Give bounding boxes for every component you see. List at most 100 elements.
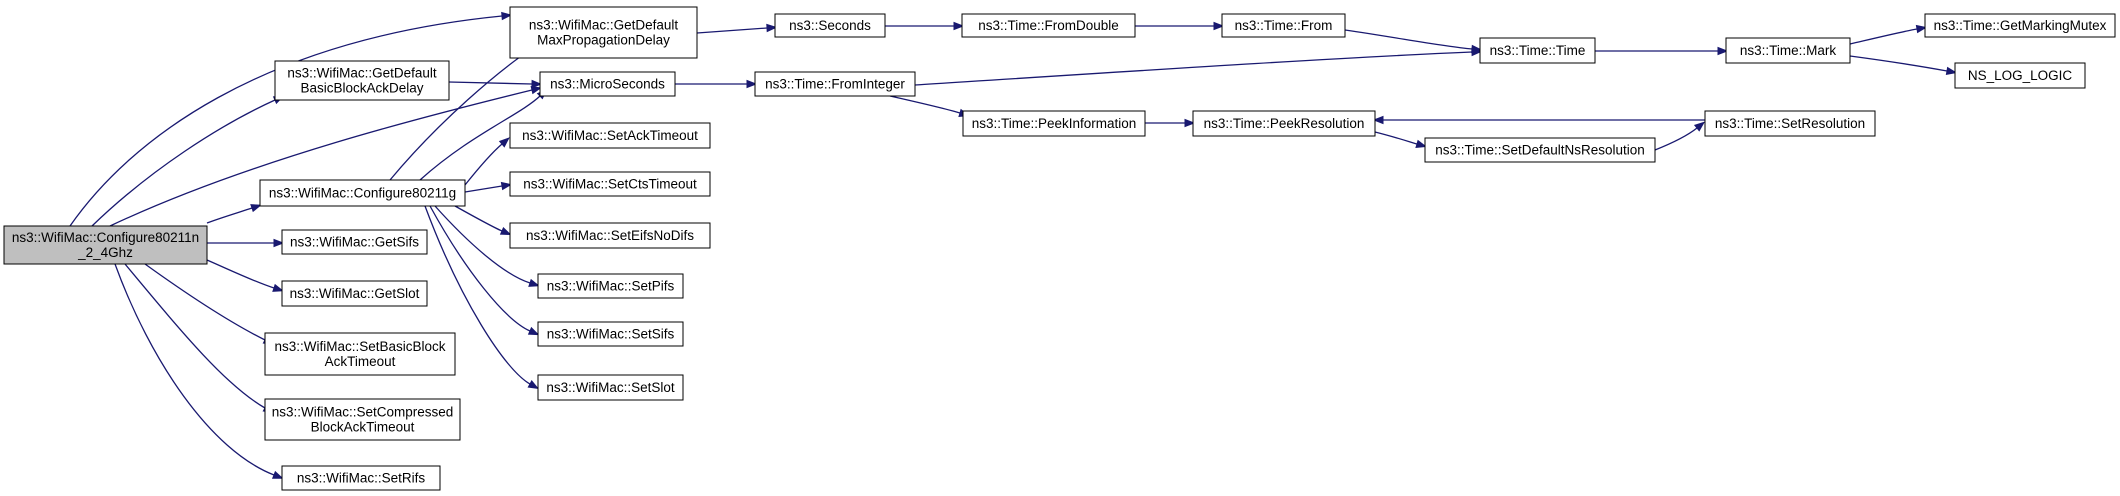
node-label: ns3::Time::PeekResolution [1204, 116, 1365, 131]
node-setPifs[interactable]: ns3::WifiMac::SetPifs [537, 273, 684, 299]
node-box [509, 122, 711, 149]
node-seconds[interactable]: ns3::Seconds [774, 13, 886, 38]
node-setAckTimeout[interactable]: ns3::WifiMac::SetAckTimeout [509, 122, 711, 149]
edge-arrowhead [501, 11, 513, 21]
node-box [754, 71, 916, 97]
node-microSeconds[interactable]: ns3::MicroSeconds [539, 71, 676, 97]
node-box [509, 222, 711, 249]
edge-configure80211g-to-setCtsTimeout [464, 181, 513, 193]
edge-arrowhead [953, 21, 965, 31]
edge-root-to-getSlot [206, 259, 284, 292]
node-label: ns3::Time::Time [1490, 43, 1586, 58]
edge-arrowhead [746, 79, 758, 89]
node-box [3, 225, 208, 265]
node-label: ns3::WifiMac::SetSifs [547, 327, 675, 342]
edge-configure80211g-to-setSifs [429, 205, 540, 336]
node-label: ns3::WifiMac::GetSlot [290, 286, 420, 301]
edge-arrowhead [499, 226, 512, 236]
edge-mark-to-nsLogLogic [1849, 55, 1958, 76]
node-label: ns3::WifiMac::GetSifs [290, 235, 419, 250]
edge-arrowhead [531, 79, 543, 89]
node-label: AckTimeout [325, 354, 396, 369]
node-box [1954, 62, 2086, 89]
edge-line [429, 205, 531, 332]
node-box [264, 398, 461, 441]
node-setEifsNoDifs[interactable]: ns3::WifiMac::SetEifsNoDifs [509, 222, 711, 249]
node-setSifs[interactable]: ns3::WifiMac::SetSifs [537, 321, 684, 347]
node-getDefaultBasicBlockAckDelay[interactable]: ns3::WifiMac::GetDefaultBasicBlockAckDel… [274, 60, 450, 101]
edge-arrowhead [1213, 21, 1225, 31]
node-peekResolution[interactable]: ns3::Time::PeekResolution [1192, 110, 1376, 137]
node-box [259, 179, 466, 207]
edge-arrowhead [528, 278, 540, 287]
node-box [962, 110, 1146, 137]
node-label: NS_LOG_LOGIC [1968, 68, 2073, 83]
edge-arrowhead [527, 380, 540, 390]
node-box [537, 273, 684, 299]
edge-arrowhead [1717, 46, 1729, 56]
node-setSlot[interactable]: ns3::WifiMac::SetSlot [537, 374, 684, 401]
edge-root-to-getSifs [207, 238, 285, 248]
node-label: ns3::WifiMac::GetDefault [287, 66, 437, 81]
edge-seconds-to-fromDouble [885, 21, 965, 31]
node-configure80211g[interactable]: ns3::WifiMac::Configure80211g [259, 179, 466, 207]
node-label: ns3::WifiMac::SetEifsNoDifs [526, 228, 694, 243]
edge-configure80211g-to-setSlot [424, 205, 540, 390]
edge-fromInteger-to-peekInformation [889, 95, 970, 117]
edge-line [696, 27, 768, 34]
node-label: ns3::MicroSeconds [550, 77, 665, 92]
node-label: ns3::Seconds [789, 18, 871, 33]
node-setCompressedBlockAckTimeout[interactable]: ns3::WifiMac::SetCompressedBlockAckTimeo… [264, 398, 461, 441]
edge-configure80211g-to-setEifsNoDifs [454, 205, 512, 236]
node-box [539, 71, 676, 97]
node-label: ns3::WifiMac::Configure80211g [269, 186, 456, 201]
edge-microSeconds-to-fromInteger [675, 79, 758, 89]
node-label: ns3::Time::SetResolution [1715, 116, 1865, 131]
node-setRifs[interactable]: ns3::WifiMac::SetRifs [281, 465, 441, 491]
edge-line [124, 263, 266, 409]
node-mark[interactable]: ns3::Time::Mark [1725, 37, 1851, 64]
edge-arrowhead [1471, 47, 1483, 57]
node-label: ns3::WifiMac::SetRifs [297, 471, 426, 486]
node-getDefaultMaxPropagationDelay[interactable]: ns3::WifiMac::GetDefaultMaxPropagationDe… [509, 6, 698, 59]
node-box [1704, 110, 1876, 137]
edge-fromDouble-to-from [1135, 21, 1225, 31]
edge-arrowhead [498, 137, 510, 148]
edge-arrowhead [1415, 139, 1428, 148]
node-box [509, 171, 711, 197]
edge-setResolution-to-peekResolution [1372, 115, 1705, 125]
node-label: ns3::Time::FromDouble [978, 18, 1119, 33]
edge-arrowhead [1184, 118, 1196, 128]
node-label: ns3::Time::PeekInformation [972, 116, 1137, 131]
node-label: ns3::WifiMac::SetSlot [546, 380, 675, 395]
node-time[interactable]: ns3::Time::Time [1479, 37, 1596, 64]
edge-line [1654, 127, 1698, 151]
node-setDefaultNsResolution[interactable]: ns3::Time::SetDefaultNsResolution [1424, 137, 1656, 163]
node-fromDouble[interactable]: ns3::Time::FromDouble [961, 13, 1136, 38]
node-peekInformation[interactable]: ns3::Time::PeekInformation [962, 110, 1146, 137]
nodes-layer: ns3::WifiMac::Configure80211n_2_4Ghzns3:… [3, 6, 2116, 491]
edge-peekInformation-to-peekResolution [1145, 118, 1196, 128]
node-root[interactable]: ns3::WifiMac::Configure80211n_2_4Ghz [3, 225, 208, 265]
node-label: ns3::WifiMac::SetBasicBlock [274, 339, 445, 354]
node-box [281, 280, 428, 307]
node-box [264, 332, 456, 376]
node-from[interactable]: ns3::Time::From [1221, 13, 1346, 38]
edge-root-to-configure80211g [206, 204, 262, 224]
node-setResolution[interactable]: ns3::Time::SetResolution [1704, 110, 1876, 137]
edge-line [206, 259, 275, 289]
node-getSifs[interactable]: ns3::WifiMac::GetSifs [281, 229, 428, 255]
node-nsLogLogic[interactable]: NS_LOG_LOGIC [1954, 62, 2086, 89]
node-getMarkingMutex[interactable]: ns3::Time::GetMarkingMutex [1924, 13, 2116, 38]
node-box [274, 60, 450, 101]
node-box [537, 321, 684, 347]
edge-fromInteger-to-time [914, 47, 1483, 86]
edge-arrowhead [766, 23, 778, 33]
node-fromInteger[interactable]: ns3::Time::FromInteger [754, 71, 916, 97]
node-getSlot[interactable]: ns3::WifiMac::GetSlot [281, 280, 428, 307]
edge-getDefaultBasicBlockAckDelay-to-microSeconds [448, 79, 543, 89]
node-setCtsTimeout[interactable]: ns3::WifiMac::SetCtsTimeout [509, 171, 711, 197]
edge-line [109, 89, 533, 227]
